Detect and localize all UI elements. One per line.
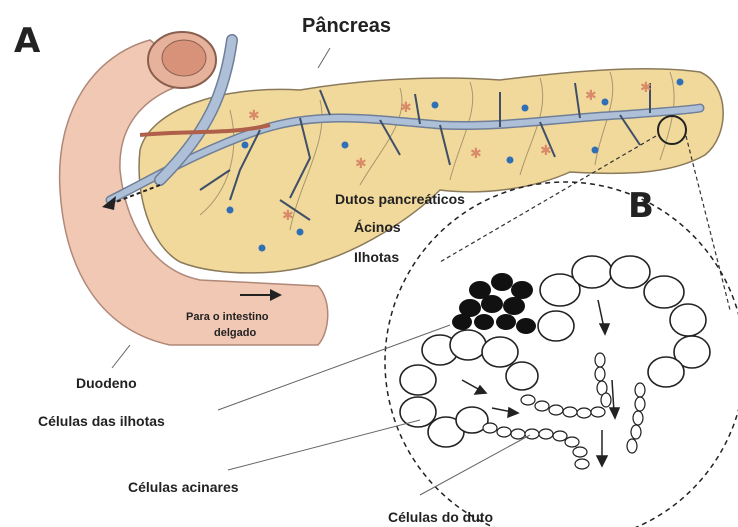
acinar-cell <box>400 365 436 395</box>
panel-a-label: A <box>14 21 41 61</box>
acinar-cell <box>648 357 684 387</box>
islet-cell <box>503 297 525 315</box>
acinar-cell <box>670 304 706 336</box>
label-duodenum: Duodeno <box>76 375 137 391</box>
acinar-cell <box>644 276 684 308</box>
label-intestine-line1: Para o intestino <box>186 311 269 323</box>
acinus-mark: ✱ <box>540 143 552 159</box>
islet-cell <box>491 273 513 291</box>
label-islet-cells: Células das ilhotas <box>38 413 165 429</box>
islet-dot <box>432 102 439 109</box>
islet-cell <box>452 314 472 330</box>
label-ducts: Dutos pancreáticos <box>335 191 465 207</box>
acinus-mark: ✱ <box>355 156 367 172</box>
islet-dot <box>297 229 304 236</box>
acinar-cell <box>450 330 486 360</box>
islet-dot <box>522 105 529 112</box>
islet-dot <box>242 142 249 149</box>
acinar-cell <box>400 397 436 427</box>
label-pancreas: Pâncreas <box>302 15 391 37</box>
islet-cell <box>474 314 494 330</box>
islet-dot <box>342 142 349 149</box>
islet-dot <box>677 79 684 86</box>
islet-dot <box>602 99 609 106</box>
islet-cell <box>516 318 536 334</box>
acinar-cell <box>506 362 538 390</box>
label-duct-cells: Células do duto <box>388 509 493 525</box>
acinus-mark: ✱ <box>248 108 260 124</box>
label-acini: Ácinos <box>354 219 401 235</box>
acinar-cell <box>538 311 574 341</box>
islet-dot <box>592 147 599 154</box>
acinar-cell <box>482 337 518 367</box>
acinar-cell <box>572 256 612 288</box>
label-acinar-cells: Células acinares <box>128 479 239 495</box>
islet-dot <box>227 207 234 214</box>
islet-cell <box>481 295 503 313</box>
acinus-mark: ✱ <box>640 80 652 96</box>
panel-b-label: B <box>628 186 654 226</box>
label-intestine-line2: delgado <box>214 327 256 339</box>
acinus-mark: ✱ <box>282 208 294 224</box>
acinus-mark: ✱ <box>400 100 412 116</box>
islet-cell <box>496 314 516 330</box>
acinus-mark: ✱ <box>470 146 482 162</box>
islet-dot <box>507 157 514 164</box>
acinar-cell <box>610 256 650 288</box>
islet-dot <box>259 245 266 252</box>
label-islets: Ilhotas <box>354 249 399 265</box>
islet-cell <box>511 281 533 299</box>
acinus-mark: ✱ <box>585 88 597 104</box>
